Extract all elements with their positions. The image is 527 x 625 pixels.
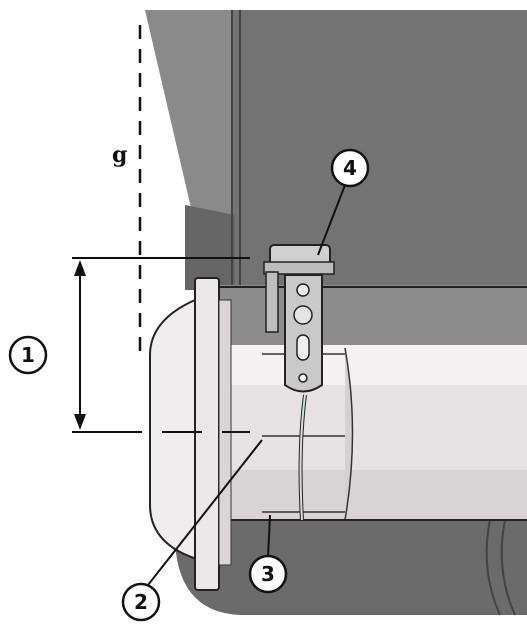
- svg-text:4: 4: [343, 156, 357, 180]
- svg-text:1: 1: [21, 343, 35, 367]
- svg-text:3: 3: [261, 562, 275, 586]
- end-flange: [149, 277, 232, 591]
- svg-text:2: 2: [134, 590, 148, 614]
- callout-3: 3: [248, 554, 288, 594]
- leader-line-3: [267, 514, 271, 559]
- leader-line-4: [317, 184, 346, 256]
- lower-band: [205, 285, 527, 350]
- callout-2: 2: [121, 582, 161, 622]
- label-g: g: [112, 142, 127, 168]
- sensor-assembly: [263, 244, 335, 521]
- callout-1: 1: [8, 335, 48, 375]
- dimension-1: [72, 257, 250, 433]
- leader-line-2: [147, 439, 263, 586]
- drum: [210, 345, 527, 521]
- callout-4: 4: [330, 148, 370, 188]
